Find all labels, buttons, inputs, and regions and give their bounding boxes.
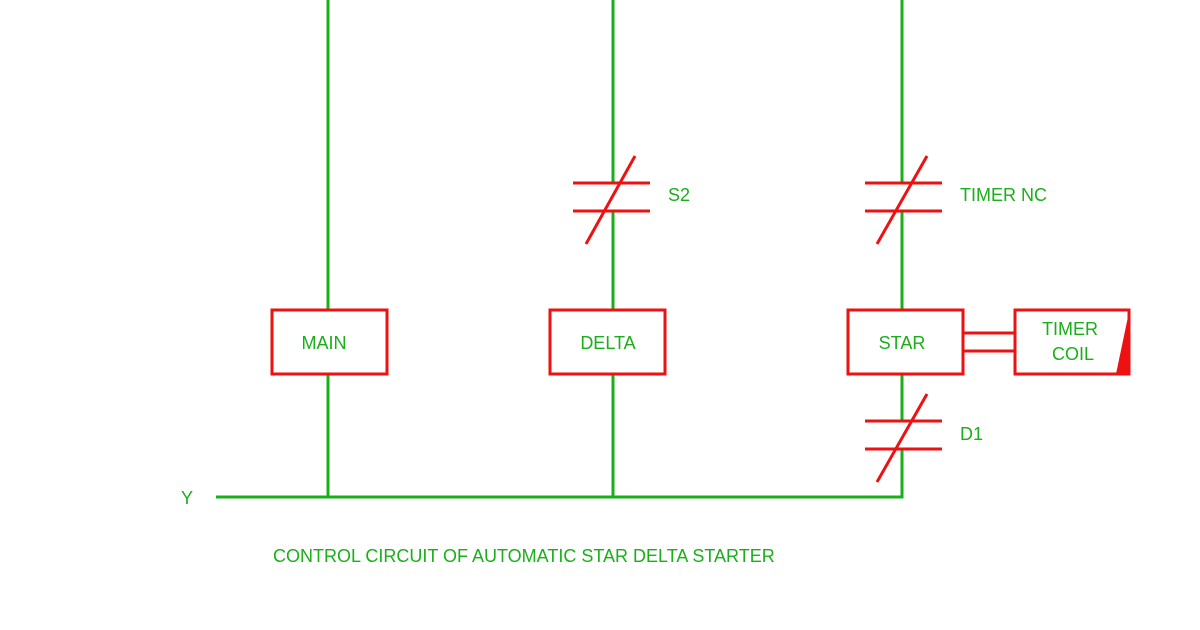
main-coil-label: MAIN bbox=[302, 333, 347, 353]
s2-contact-label: S2 bbox=[668, 185, 690, 205]
diagram-caption: CONTROL CIRCUIT OF AUTOMATIC STAR DELTA … bbox=[273, 546, 775, 566]
main-coil-box bbox=[270, 308, 389, 376]
timer-nc-contact bbox=[865, 155, 942, 245]
delta-coil-box bbox=[548, 308, 667, 376]
components bbox=[270, 155, 1131, 483]
delta-coil-label: DELTA bbox=[580, 333, 635, 353]
s2-contact bbox=[573, 155, 650, 245]
timer-nc-contact-label: TIMER NC bbox=[960, 185, 1047, 205]
text-labels: MAIN DELTA STAR TIMER COIL S2 TIMER NC D… bbox=[181, 185, 1098, 566]
y-terminal-label: Y bbox=[181, 488, 193, 508]
timer-coil-label-line2: COIL bbox=[1052, 344, 1094, 364]
star-coil-box bbox=[846, 308, 965, 376]
timer-coil-label-line1: TIMER bbox=[1042, 319, 1098, 339]
d1-contact-label: D1 bbox=[960, 424, 983, 444]
wiring bbox=[216, 0, 904, 499]
star-coil-label: STAR bbox=[879, 333, 926, 353]
timer-coil-corner-mark bbox=[1116, 312, 1129, 374]
timer-coil-box bbox=[1013, 308, 1131, 376]
d1-contact bbox=[865, 393, 942, 483]
